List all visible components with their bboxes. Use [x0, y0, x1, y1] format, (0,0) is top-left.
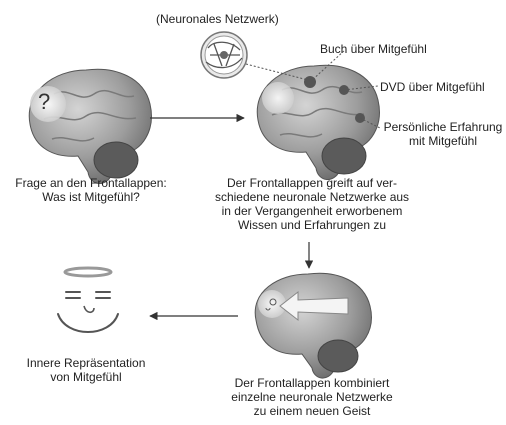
access-caption: Der Frontallappen greift auf ver- schied…	[212, 176, 412, 232]
combine-caption: Der Frontallappen kombiniert einzelne ne…	[222, 376, 402, 418]
book-label: Buch über Mitgefühl	[320, 42, 427, 56]
representation-caption-line2: von Mitgefühl	[50, 370, 122, 384]
combine-arrow-icon	[279, 290, 349, 322]
representation-caption-line1: Innere Repräsentation	[26, 356, 146, 370]
experience-label-line2: mit Mitgefühl	[408, 134, 478, 148]
representation-caption: Innere Repräsentation von Mitgefühl	[6, 356, 166, 384]
question-caption: Frage an den Frontallappen: Was ist Mitg…	[6, 176, 176, 204]
question-caption-line2: Was ist Mitgefühl?	[42, 190, 140, 204]
compassion-face-icon	[57, 266, 119, 333]
access-caption-line3: in der Vergangenheit erworbenem	[221, 204, 403, 218]
combine-caption-line2: einzelne neuronale Netzwerke	[231, 390, 393, 404]
leader-lines	[245, 49, 381, 129]
access-caption-line4: Wissen und Erfahrungen zu	[237, 218, 387, 232]
question-mark: ?	[38, 89, 51, 114]
brain-combine-icon	[254, 272, 372, 379]
neural-network-inset	[200, 31, 248, 79]
access-caption-line2: schiedene neuronale Netzwerke aus	[214, 190, 410, 204]
halo-icon	[63, 266, 113, 278]
network-label: (Neuronales Netzwerk)	[156, 12, 279, 26]
brain-networks-icon	[256, 64, 380, 180]
combine-caption-line1: Der Frontallappen kombiniert	[234, 376, 390, 390]
experience-label: Persönliche Erfahrung mit Mitgefühl	[382, 120, 504, 148]
question-caption-line1: Frage an den Frontallappen:	[15, 176, 167, 190]
brain-question-icon	[28, 68, 152, 184]
combine-caption-line3: zu einem neuen Geist	[253, 404, 371, 418]
dvd-label: DVD über Mitgefühl	[380, 80, 485, 94]
experience-label-line1: Persönliche Erfahrung	[383, 120, 503, 134]
access-caption-line1: Der Frontallappen greift auf ver-	[226, 176, 398, 190]
